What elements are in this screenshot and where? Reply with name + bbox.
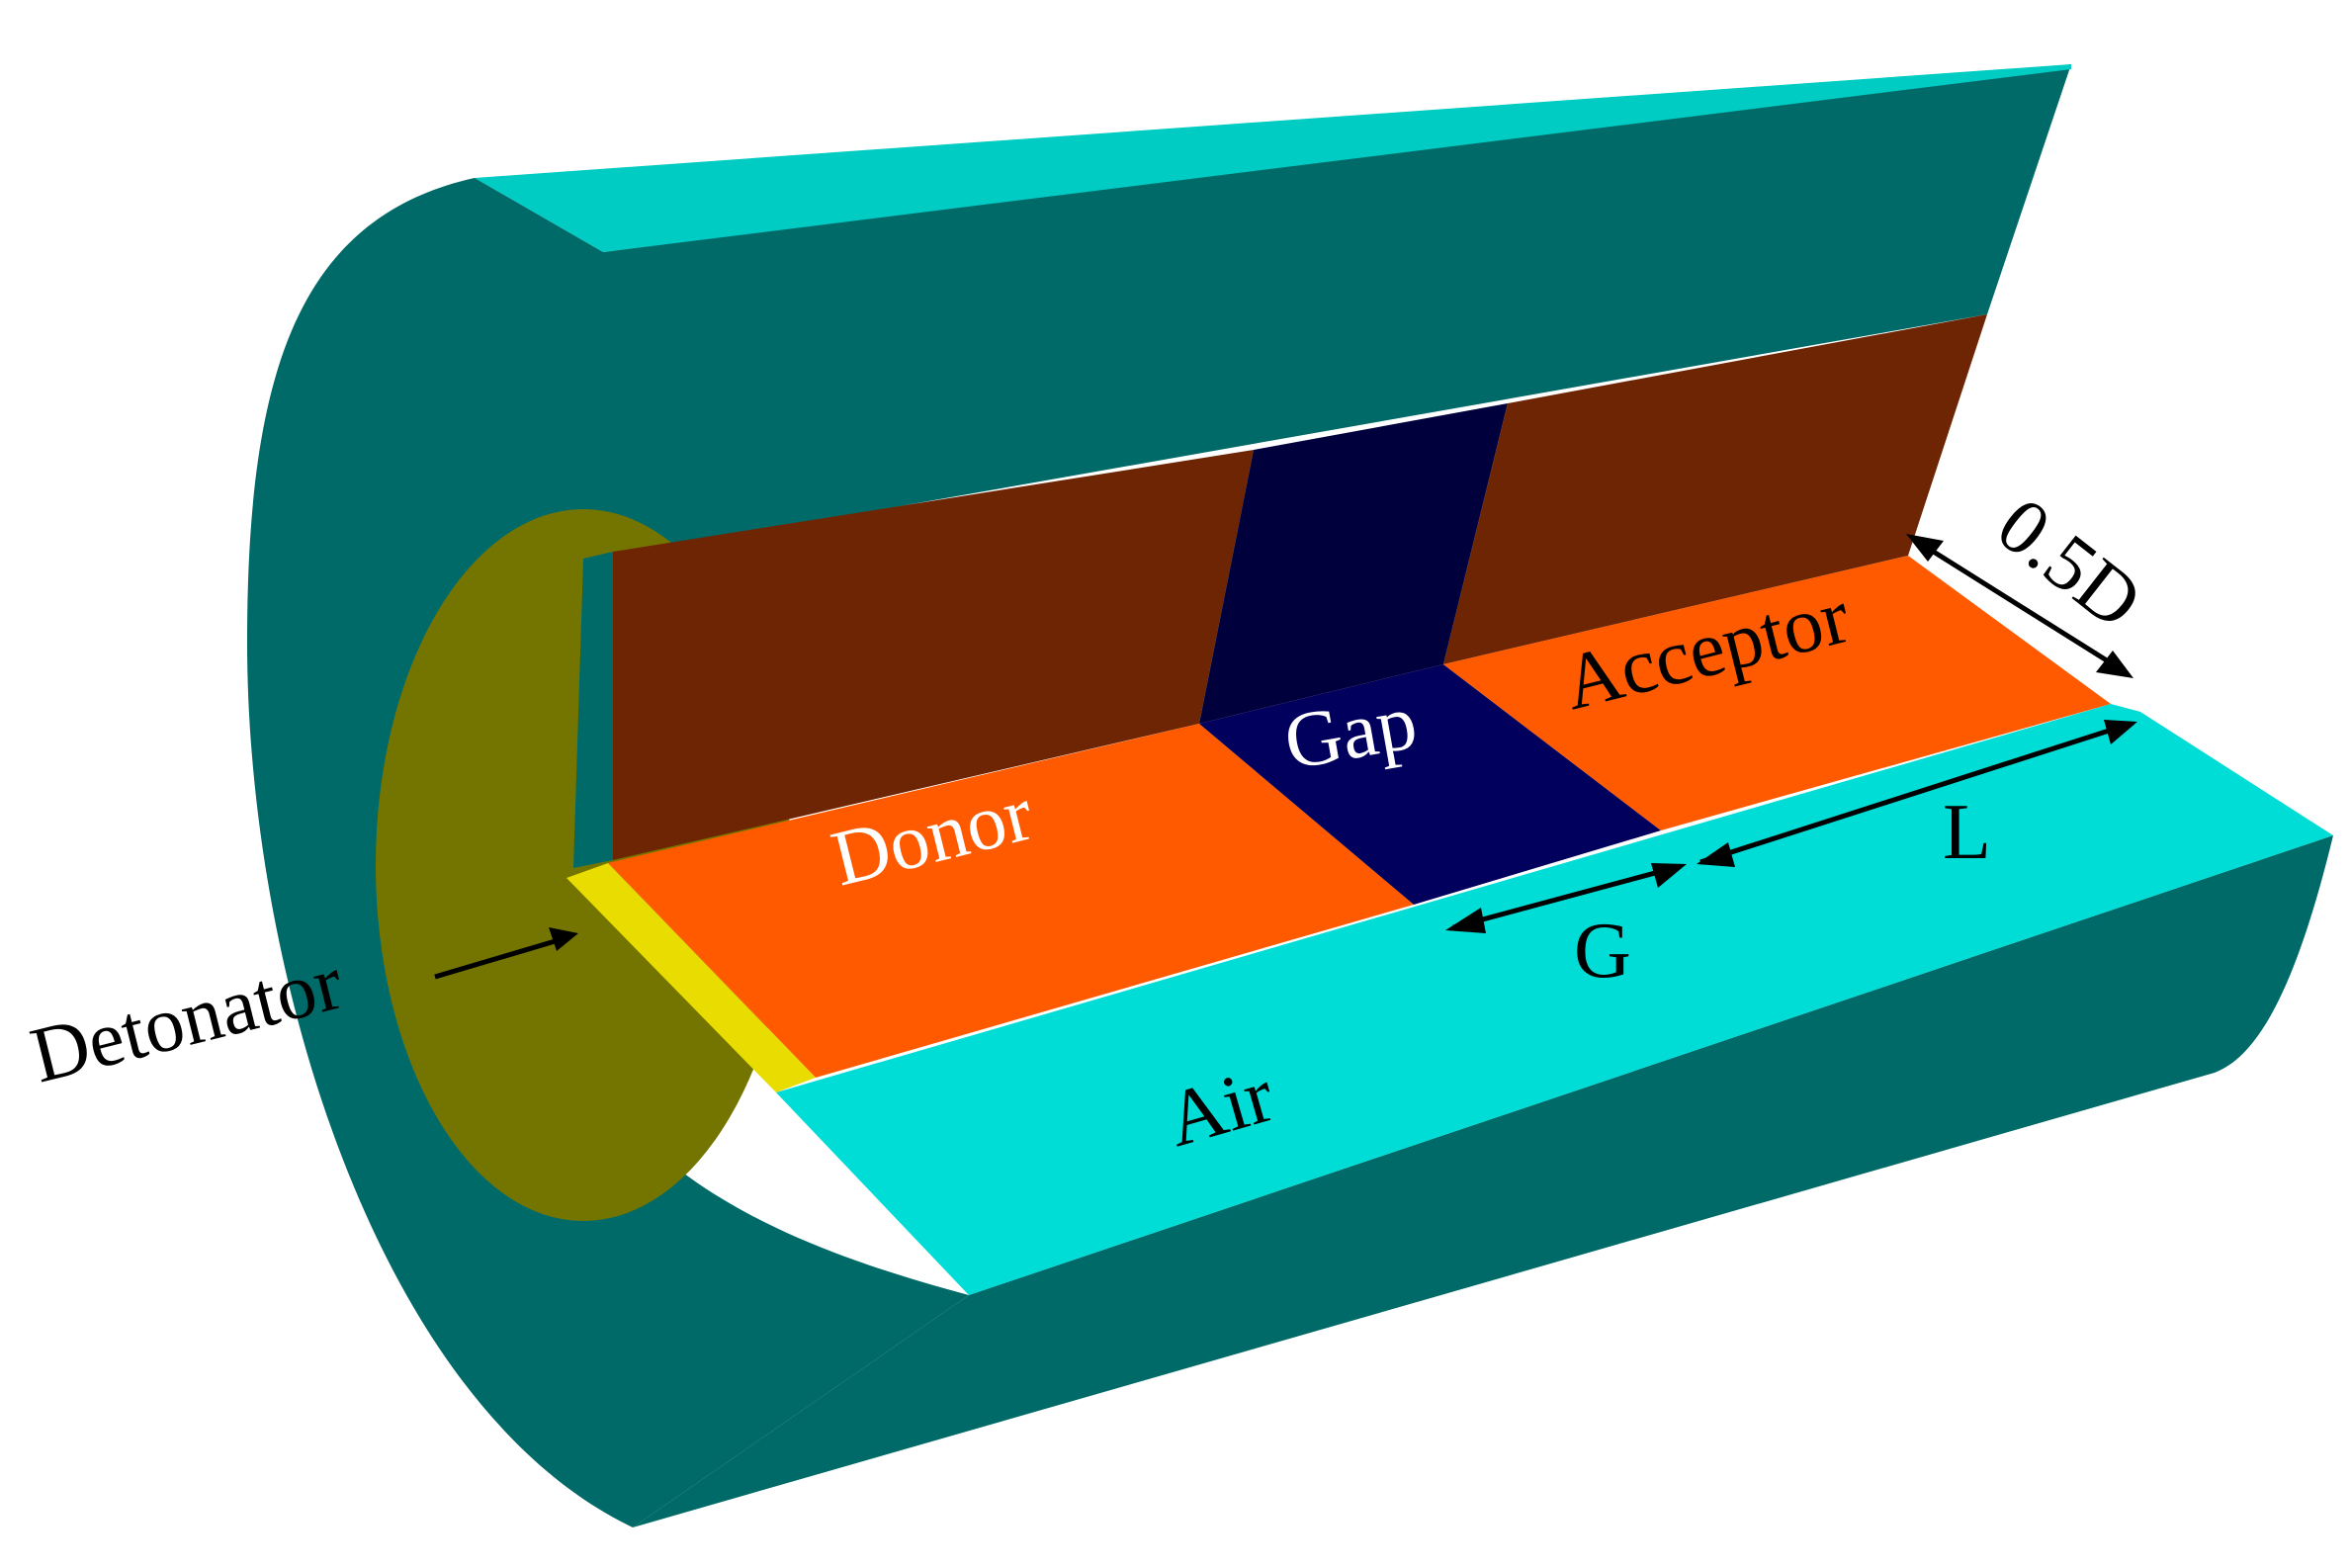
- gap-length-label: G: [1574, 908, 1631, 995]
- half-diameter-arrow-head-top: [1906, 534, 1944, 562]
- acceptor-top-face: [1443, 556, 2111, 830]
- casing-upper-front: [603, 64, 2071, 559]
- acceptor-dimension-line: [1699, 721, 2132, 865]
- half-diameter-label: 0.5D: [1981, 481, 2158, 646]
- detonator-arrow-head: [549, 927, 578, 951]
- donor-side-face: [613, 450, 1254, 860]
- detonator-side-strip: [573, 552, 613, 868]
- gap-arrow-head-left: [1445, 908, 1486, 933]
- acceptor-arrow-head-right: [2104, 720, 2137, 744]
- half-diameter-arrow-head-bottom: [2096, 651, 2133, 678]
- detonator-leader-line: [434, 934, 569, 980]
- dimension-arrows: [434, 536, 2132, 980]
- half-diameter-dimension-line: [1911, 536, 2128, 675]
- casing-upper-top: [475, 64, 2071, 252]
- gap-arrow-head-right: [1651, 863, 1687, 888]
- casing-lower-shell: [633, 835, 2333, 1527]
- casing-front-face: [247, 178, 969, 1527]
- gap-top-face: [1199, 664, 1661, 905]
- acceptor-arrow-head-left: [1697, 842, 1735, 867]
- acceptor-length-label: L: [1943, 789, 1991, 876]
- gap-dimension-line: [1452, 863, 1682, 930]
- arrow-heads: [549, 534, 2137, 951]
- air-region: [776, 704, 2333, 1295]
- gap-side-face: [1199, 403, 1508, 724]
- donor-top-face: [608, 724, 1414, 1078]
- acceptor-side-face: [1443, 314, 1987, 664]
- detonator-top-strip: [566, 863, 816, 1092]
- detonator-label: Detonator: [23, 939, 351, 1100]
